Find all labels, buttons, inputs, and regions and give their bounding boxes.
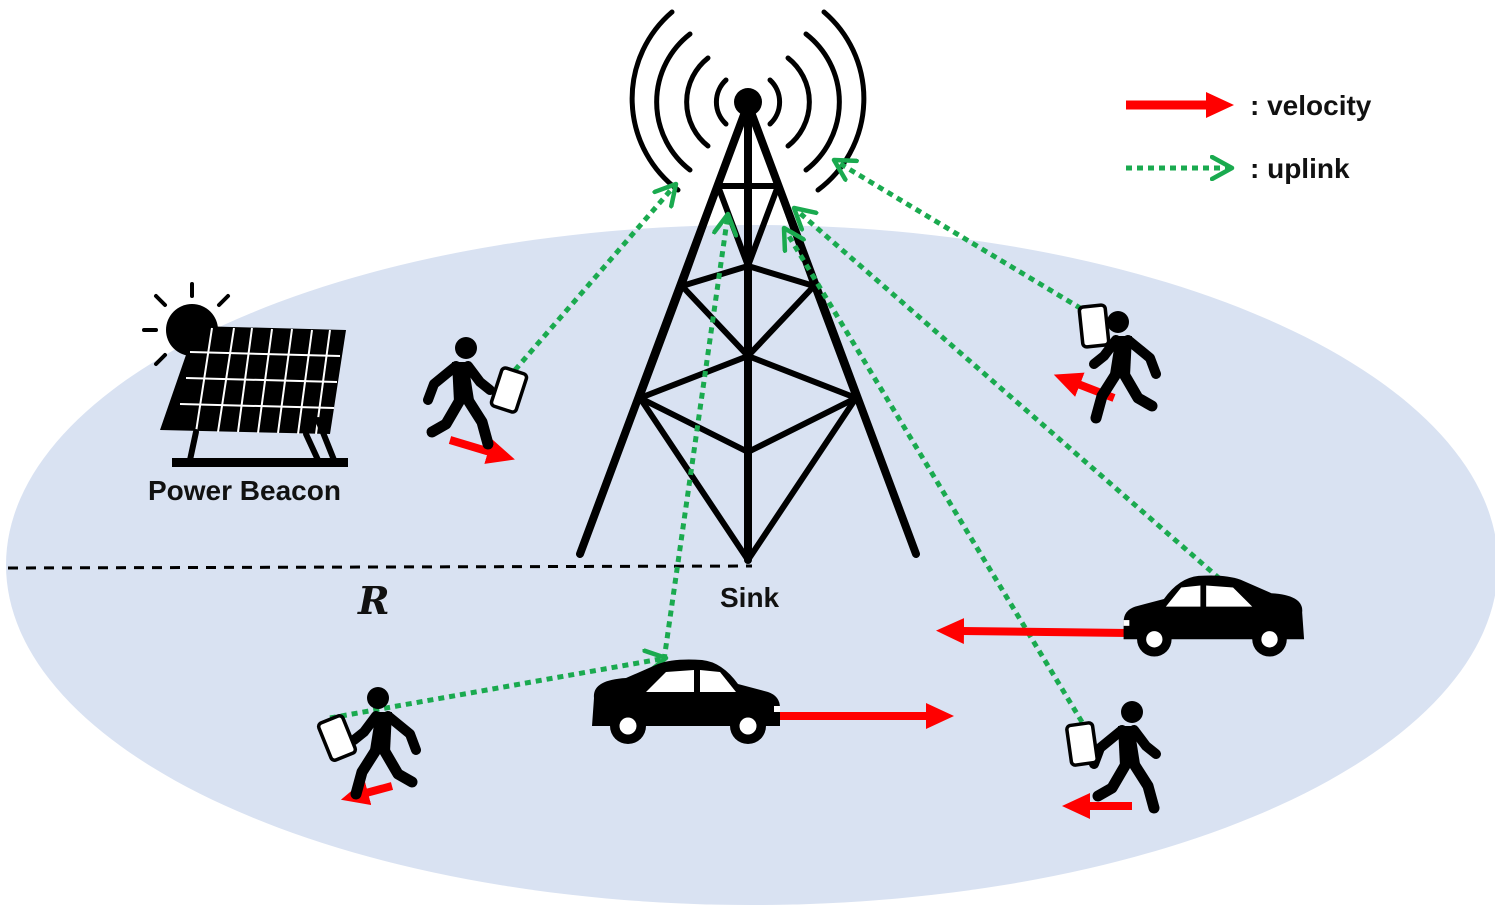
solar-panel-icon: [160, 326, 348, 467]
uplink-arrow: [661, 214, 728, 661]
legend-velocity-label: : velocity: [1250, 90, 1372, 121]
uplink-arrow: [794, 208, 1230, 588]
power-beacon-label: Power Beacon: [148, 475, 341, 506]
velocity-arrow: [448, 436, 515, 464]
uplink-arrow: [513, 184, 676, 372]
velocity-arrow: [340, 779, 394, 806]
sink-label: Sink: [720, 582, 780, 613]
velocity-arrows: [340, 372, 1132, 819]
legend: : velocity : uplink: [1126, 90, 1372, 184]
uplink-arrow: [784, 228, 1085, 724]
radius-line: [7, 564, 753, 570]
uplink-arrow: [834, 160, 1102, 323]
radius-label: R: [357, 578, 390, 623]
uplink-arrows: [329, 160, 1230, 724]
velocity-arrow: [936, 618, 1129, 645]
uplink-arrow: [329, 658, 666, 721]
legend-uplink-label: : uplink: [1250, 153, 1350, 184]
